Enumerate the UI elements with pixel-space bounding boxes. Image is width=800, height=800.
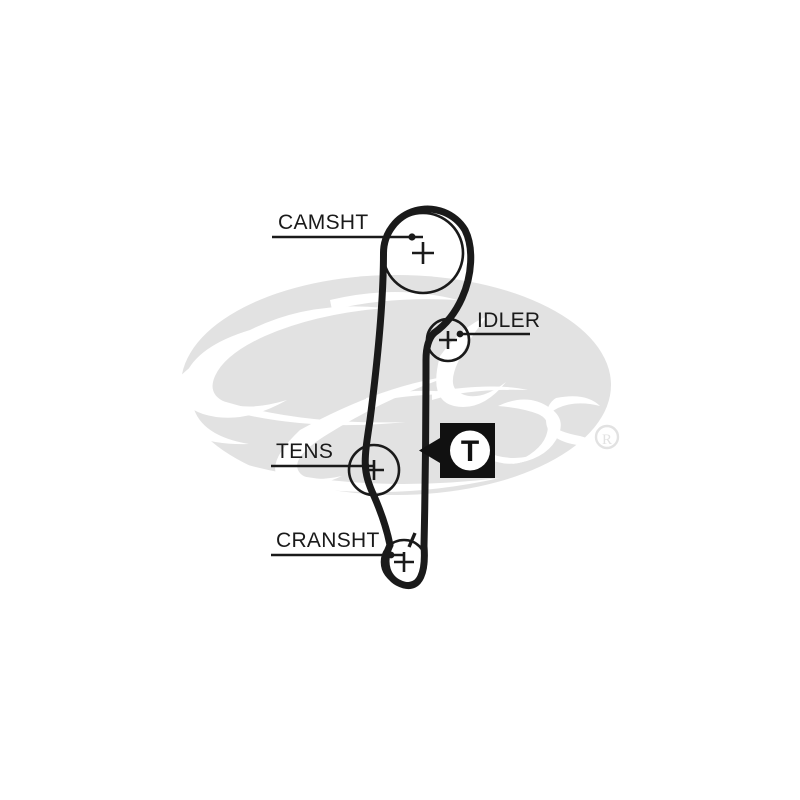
- watermark-script: [168, 292, 604, 493]
- tensioner-crosshair-icon: [364, 460, 384, 480]
- label-tens: TENS: [276, 440, 333, 463]
- idler-leader-dot: [456, 330, 464, 338]
- tensioner-pulley: [347, 443, 401, 497]
- tension-indicator-badge: T: [419, 423, 495, 478]
- label-camsht: CAMSHT: [278, 211, 368, 234]
- crankshaft-timing-mark-icon: [407, 532, 417, 548]
- leader-lines: [271, 233, 530, 559]
- camshaft-sprocket: [381, 211, 465, 295]
- idler-pulley: [425, 317, 471, 363]
- tens-leader-dot: [362, 462, 370, 470]
- label-cransht: CRANSHT: [276, 529, 380, 552]
- tension-badge-letter: T: [461, 435, 479, 468]
- registered-mark-icon: R: [594, 424, 620, 450]
- idler-crosshair-icon: [439, 331, 457, 349]
- camshaft-crosshair-icon: [412, 242, 434, 264]
- cransht-leader-dot: [387, 551, 395, 559]
- belt-idler-wrap: [420, 329, 438, 550]
- gates-watermark: R: [168, 275, 620, 495]
- watermark-oval: [181, 275, 611, 495]
- svg-text:R: R: [602, 432, 612, 448]
- belt-left-span: [361, 249, 394, 549]
- camsht-leader-dot: [408, 233, 416, 241]
- tension-badge-disc: [450, 430, 490, 471]
- label-idler: IDLER: [477, 309, 540, 332]
